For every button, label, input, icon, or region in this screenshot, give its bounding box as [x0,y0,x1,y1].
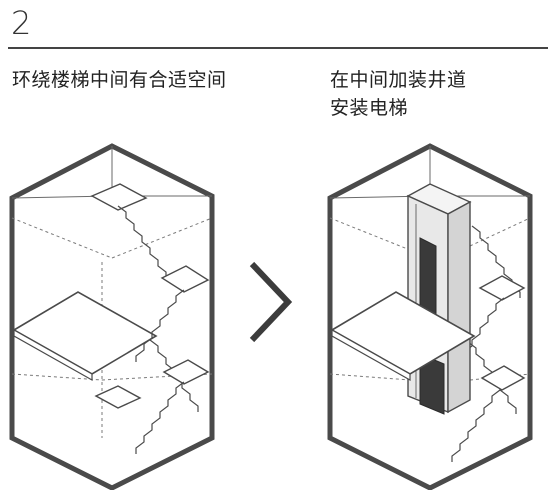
elevator-shaft-side [447,200,471,414]
building-right-stair-landing [478,275,526,301]
building-left-stairs-middle [135,289,185,363]
transition-arrow-icon [249,261,293,343]
elevator-shaft [406,183,472,415]
caption-add-elevator-line2: 安装电梯 [330,97,409,119]
building-left-stairs-upper [117,205,167,279]
building-left-mid-slab [12,291,158,375]
building-left-top-landing [90,183,148,211]
building-left-stairs-bottom [135,381,185,455]
step-number: 2 [11,4,32,42]
building-right-lower-landing [480,365,526,391]
building-left-mid-slab-edge [13,328,93,382]
building-left-bottom-landing [94,385,142,409]
building-left-stair-landing [160,265,210,293]
divider-line [8,47,548,49]
building-right-mid-slab-edge [331,328,411,382]
elevator-door-lower [419,353,445,415]
caption-existing-stairs: 环绕楼梯中间有合适空间 [12,69,227,91]
building-left-lower-landing [162,359,210,385]
caption-add-elevator: 在中间加装井道 安装电梯 [330,66,467,122]
building-left [9,143,215,490]
building-right [327,143,533,490]
caption-add-elevator-line1: 在中间加装井道 [330,69,467,91]
